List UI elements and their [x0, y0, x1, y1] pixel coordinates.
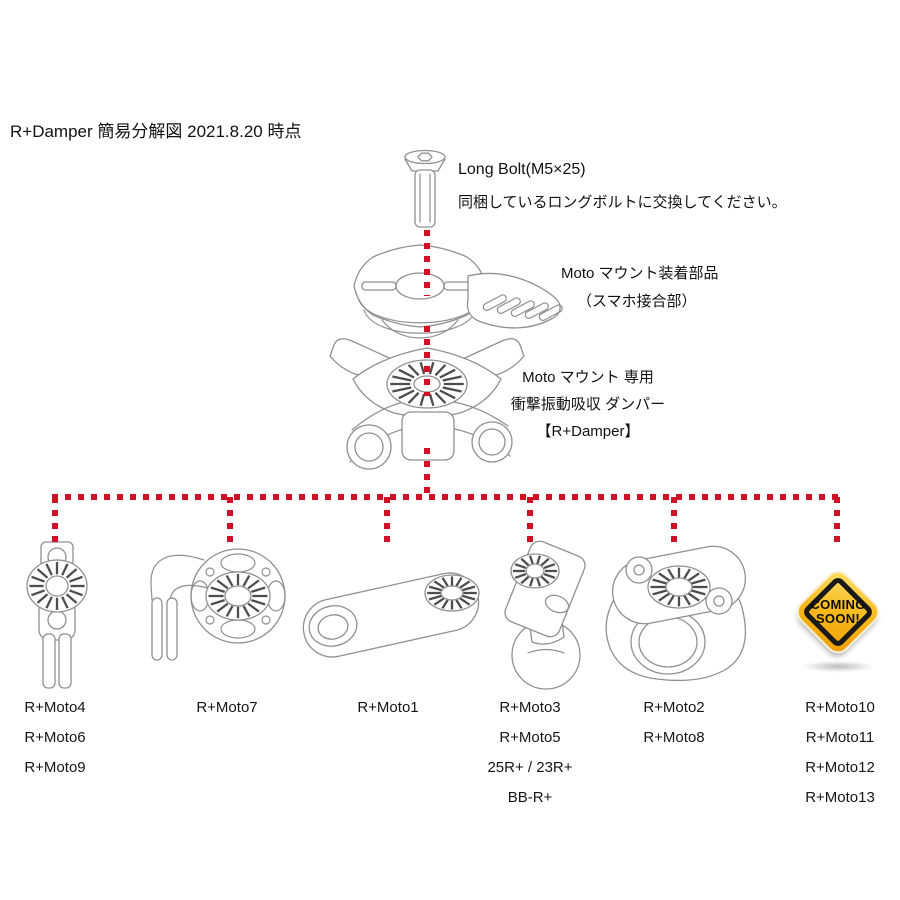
coming-soon-line1: COMING: [810, 597, 866, 612]
part-label: R+Moto11: [805, 729, 875, 746]
part-label: R+Moto13: [805, 789, 875, 806]
part-r-moto4-drawing: [26, 541, 88, 689]
part-label: R+Moto6: [24, 729, 86, 746]
part-r-moto7-drawing: [150, 548, 286, 661]
serrated-disc: [424, 574, 480, 612]
part-label: R+Moto10: [805, 699, 875, 716]
part-label: 25R+ / 23R+: [487, 759, 573, 776]
damper-label-line2: 衝撃振動吸収 ダンパー: [510, 396, 666, 413]
part-label: R+Moto5: [499, 729, 561, 746]
part-label: R+Moto7: [196, 699, 258, 716]
long-bolt-label: Long Bolt(M5×25): [458, 161, 586, 178]
coming-soon-line2: SOON!: [815, 611, 861, 626]
part-label: R+Moto3: [499, 699, 561, 716]
lever-slots: [482, 294, 563, 322]
part-labels-col2: R+Moto7: [157, 693, 297, 723]
sign-shadow: [801, 661, 875, 672]
part-r-moto3-drawing: [504, 540, 586, 690]
connector-lines: [52, 230, 840, 545]
serrated-disc: [510, 553, 560, 589]
mount-sublabel: （スマホ接合部）: [577, 293, 697, 310]
serrated-disc: [205, 571, 271, 621]
part-label: R+Moto9: [24, 759, 86, 776]
part-label: R+Moto12: [805, 759, 875, 776]
mount-label: Moto マウント装着部品: [561, 265, 719, 282]
serrated-disc: [647, 565, 711, 609]
coming-soon-sign: COMING SOON!: [794, 568, 882, 656]
part-label: R+Moto1: [357, 699, 419, 716]
long-bolt-drawing: [404, 149, 446, 228]
page-title: R+Damper 簡易分解図 2021.8.20 時点: [10, 122, 302, 141]
part-r-moto2-drawing: [605, 545, 747, 682]
damper-label: Moto マウント 専用 衝撃振動吸収 ダンパー 【R+Damper】: [499, 364, 677, 445]
damper-label-line3: 【R+Damper】: [536, 423, 640, 440]
damper-label-line1: Moto マウント 専用: [522, 369, 654, 386]
part-label: R+Moto4: [24, 699, 86, 716]
long-bolt-note: 同梱しているロングボルトに交換してください。: [458, 194, 787, 211]
part-label: R+Moto8: [643, 729, 705, 746]
part-r-moto1-drawing: [302, 572, 480, 658]
part-labels-col3: R+Moto1: [318, 693, 458, 723]
mount-adapter-drawing: [353, 244, 563, 339]
coming-soon-text: COMING SOON!: [794, 568, 882, 656]
serrated-disc: [26, 559, 88, 613]
part-label: BB-R+: [507, 789, 553, 806]
part-label: R+Moto2: [643, 699, 705, 716]
